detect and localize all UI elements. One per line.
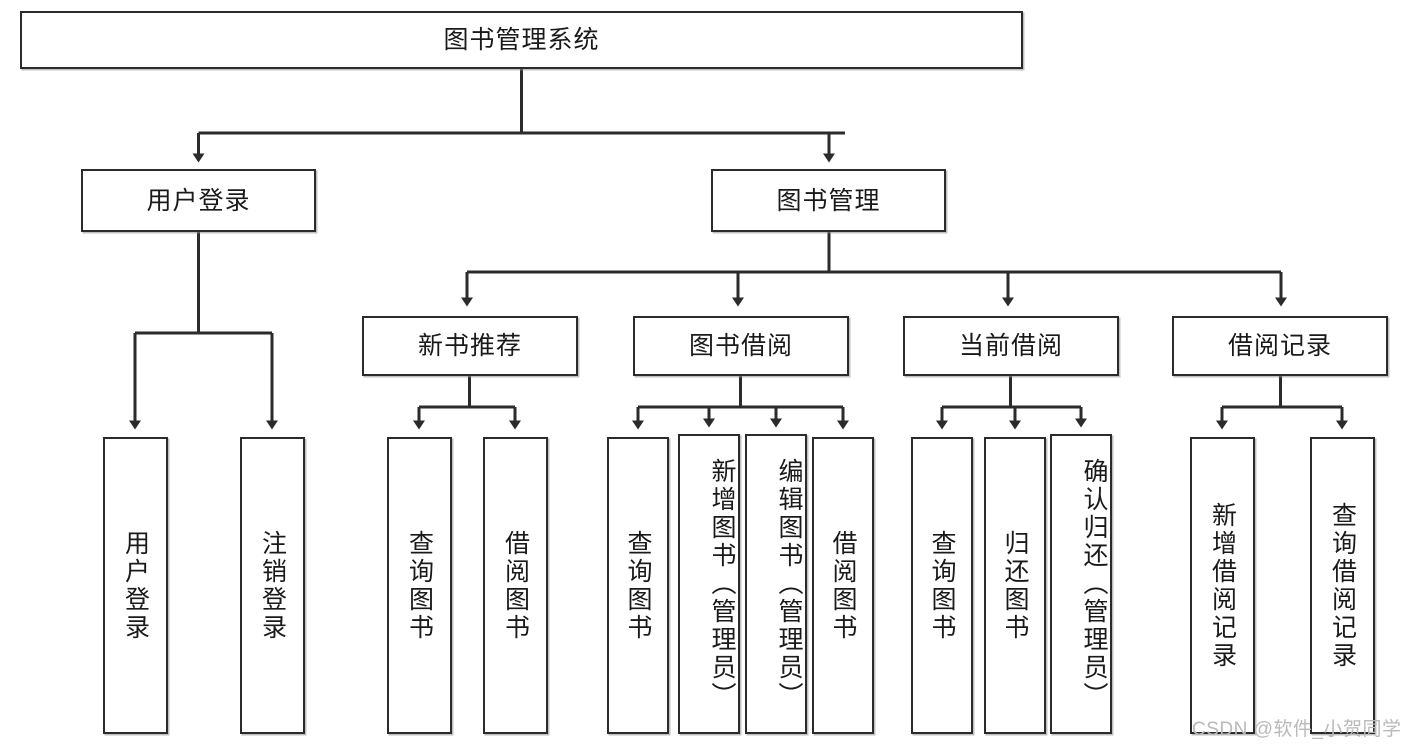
node-leaf-logout-login[interactable]: 注销登录	[240, 437, 305, 734]
node-leaf-edit-book-admin[interactable]: 编辑图书（管理员）	[745, 434, 807, 734]
node-leaf-query-book-1-label: 查询图书	[405, 529, 434, 642]
node-borrow-record[interactable]: 借阅记录	[1172, 316, 1388, 376]
node-leaf-borrow-book-2[interactable]: 借阅图书	[812, 437, 874, 734]
node-new-book-recommend[interactable]: 新书推荐	[362, 316, 578, 376]
node-leaf-user-login-label: 用户登录	[121, 529, 150, 642]
node-leaf-confirm-return-admin[interactable]: 确认归还（管理员）	[1050, 434, 1112, 734]
node-leaf-borrow-book-2-label: 借阅图书	[829, 529, 857, 642]
node-leaf-edit-book-admin-label: 编辑图书（管理员）	[775, 458, 803, 710]
node-leaf-add-borrow-record-label: 新增借阅记录	[1208, 501, 1237, 670]
node-current-borrow-label: 当前借阅	[958, 332, 1063, 360]
node-root[interactable]: 图书管理系统	[20, 11, 1023, 69]
node-leaf-query-borrow-record[interactable]: 查询借阅记录	[1310, 437, 1375, 734]
node-book-management-label: 图书管理	[776, 186, 881, 215]
node-leaf-query-book-3-label: 查询图书	[928, 529, 956, 642]
node-root-label: 图书管理系统	[443, 26, 600, 54]
node-leaf-query-borrow-record-label: 查询借阅记录	[1328, 501, 1357, 670]
node-user-login[interactable]: 用户登录	[81, 169, 316, 232]
node-leaf-logout-login-label: 注销登录	[258, 529, 287, 642]
node-leaf-return-book[interactable]: 归还图书	[984, 437, 1046, 734]
node-borrow-record-label: 借阅记录	[1227, 332, 1332, 360]
node-leaf-query-book-3[interactable]: 查询图书	[911, 437, 973, 734]
node-current-borrow[interactable]: 当前借阅	[903, 316, 1119, 376]
node-book-borrow[interactable]: 图书借阅	[633, 316, 849, 376]
node-leaf-query-book-2[interactable]: 查询图书	[607, 437, 669, 734]
node-leaf-user-login[interactable]: 用户登录	[103, 437, 168, 734]
node-user-login-label: 用户登录	[146, 186, 251, 215]
node-leaf-borrow-book-1-label: 借阅图书	[501, 529, 530, 642]
node-leaf-query-book-2-label: 查询图书	[624, 529, 652, 642]
node-leaf-add-book-admin-label: 新增图书（管理员）	[708, 458, 736, 710]
node-book-borrow-label: 图书借阅	[688, 332, 793, 360]
node-book-management[interactable]: 图书管理	[711, 169, 946, 232]
node-leaf-query-book-1[interactable]: 查询图书	[387, 437, 452, 734]
node-new-book-recommend-label: 新书推荐	[417, 332, 522, 360]
node-leaf-confirm-return-admin-label: 确认归还（管理员）	[1080, 458, 1108, 710]
csdn-watermark-text: CSDN @软件_小贺同学	[1192, 719, 1402, 740]
node-leaf-borrow-book-1[interactable]: 借阅图书	[483, 437, 548, 734]
node-leaf-add-book-admin[interactable]: 新增图书（管理员）	[678, 434, 740, 734]
node-leaf-add-borrow-record[interactable]: 新增借阅记录	[1190, 437, 1255, 734]
csdn-watermark: CSDN @软件_小贺同学	[1192, 714, 1401, 741]
node-leaf-return-book-label: 归还图书	[1001, 529, 1029, 642]
